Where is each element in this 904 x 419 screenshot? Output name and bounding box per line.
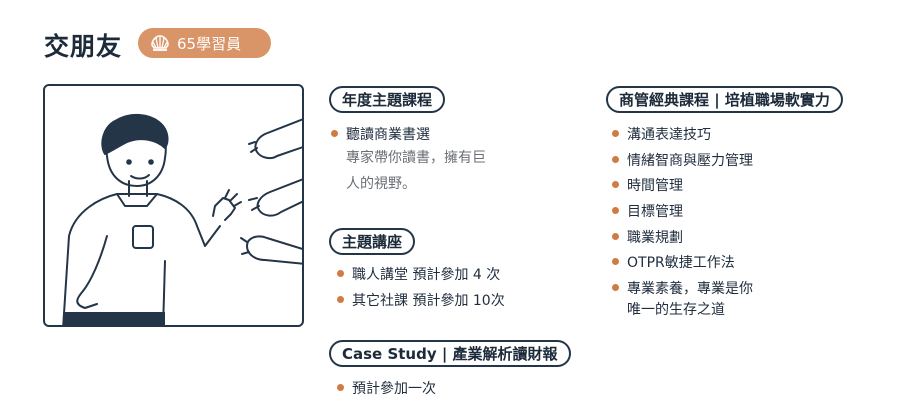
- lecture-item: 其它社課 預計參加 10次: [337, 290, 505, 310]
- classic-course-item: 專業素養，專業是你: [612, 278, 753, 298]
- badge-label: 65學習員: [177, 34, 242, 53]
- lecture-tag: 主題講座: [329, 228, 416, 255]
- case-study-item: 預計參加一次: [337, 378, 436, 398]
- annual-course-desc-line2: 人的視野。: [346, 176, 416, 192]
- annual-course-desc-line1: 專家帶你讀書，擁有巨: [346, 150, 486, 166]
- classic-course-item: 職業規劃: [612, 227, 683, 247]
- case-study-tag: Case Study | 產業解析讀財報: [329, 340, 571, 367]
- classic-course-item: 目標管理: [612, 201, 683, 221]
- annual-course-item: 聽讀商業書選: [331, 124, 430, 144]
- classic-course-item: 情緒智商與壓力管理: [612, 150, 753, 170]
- classic-course-item: 溝通表達技巧: [612, 124, 711, 144]
- illustration-panel: [43, 84, 304, 327]
- classic-course-tag: 商管經典課程 | 培植職場軟實力: [606, 86, 843, 113]
- shell-icon: [151, 35, 169, 51]
- annual-course-tag: 年度主題課程: [329, 86, 446, 113]
- classic-course-item-line2: 唯一的生存之道: [627, 302, 725, 318]
- member-count-badge: 65學習員: [138, 28, 271, 58]
- page-title: 交朋友: [44, 32, 123, 61]
- lecture-item: 職人講堂 預計參加 4 次: [336, 264, 500, 284]
- person-reaching-hands-illustration: [62, 114, 302, 325]
- classic-course-item: 時間管理: [612, 175, 683, 195]
- classic-course-item: OTPR敏捷工作法: [612, 252, 735, 272]
